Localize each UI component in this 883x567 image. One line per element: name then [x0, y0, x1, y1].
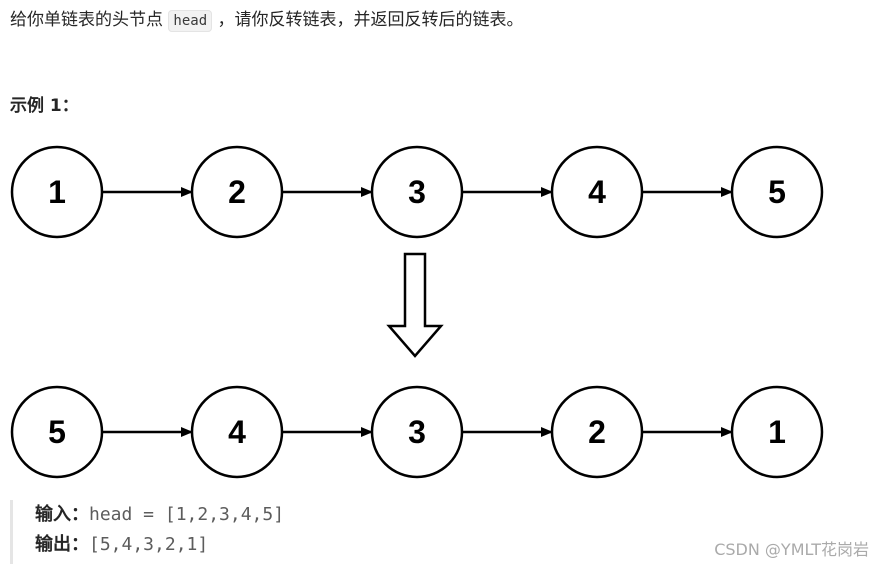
- reversed-node-label-4: 2: [588, 414, 606, 450]
- original-node-5: [730, 145, 824, 239]
- input-line: 输入：head = [1,2,3,4,5]: [35, 500, 650, 530]
- reversed-node-label-2: 4: [228, 414, 246, 450]
- original-node-label-1: 1: [48, 174, 66, 210]
- example-title: 示例 1：: [10, 96, 79, 116]
- output-label: 输出：: [35, 534, 89, 555]
- reversed-node-label-5: 1: [768, 414, 786, 450]
- statement-before-code: 给你单链表的头节点: [10, 10, 169, 30]
- reversed-node-label-1: 5: [48, 414, 66, 450]
- original-node-label-4: 4: [588, 174, 606, 210]
- original-node-label-2: 2: [228, 174, 246, 210]
- problem-statement: 给你单链表的头节点 head ，请你反转链表，并返回反转后的链表。: [10, 6, 524, 35]
- reversed-node-label-3: 3: [408, 414, 426, 450]
- csdn-watermark: CSDN @YMLT花岗岩: [714, 540, 869, 559]
- reversed-list-row: 5 4 3 2 1: [10, 385, 824, 479]
- output-line: 输出：[5,4,3,2,1]: [35, 530, 650, 560]
- original-list-row: 1 2 3 4 5: [10, 145, 824, 239]
- input-value: head = [1,2,3,4,5]: [89, 504, 285, 525]
- original-node-label-3: 3: [408, 174, 426, 210]
- inline-code-head: head: [168, 10, 213, 32]
- input-label: 输入：: [35, 504, 89, 525]
- example-io-block: 输入：head = [1,2,3,4,5] 输出：[5,4,3,2,1]: [10, 500, 650, 564]
- output-value: [5,4,3,2,1]: [89, 534, 209, 555]
- original-node-label-5: 5: [768, 174, 786, 210]
- linked-list-diagram: 1 2 3 4 5 5 4 3 2 1: [10, 145, 824, 479]
- statement-after-code: ，请你反转链表，并返回反转后的链表。: [212, 10, 524, 30]
- reverse-down-arrow-icon: [386, 252, 444, 358]
- reversed-node-5: [730, 385, 824, 479]
